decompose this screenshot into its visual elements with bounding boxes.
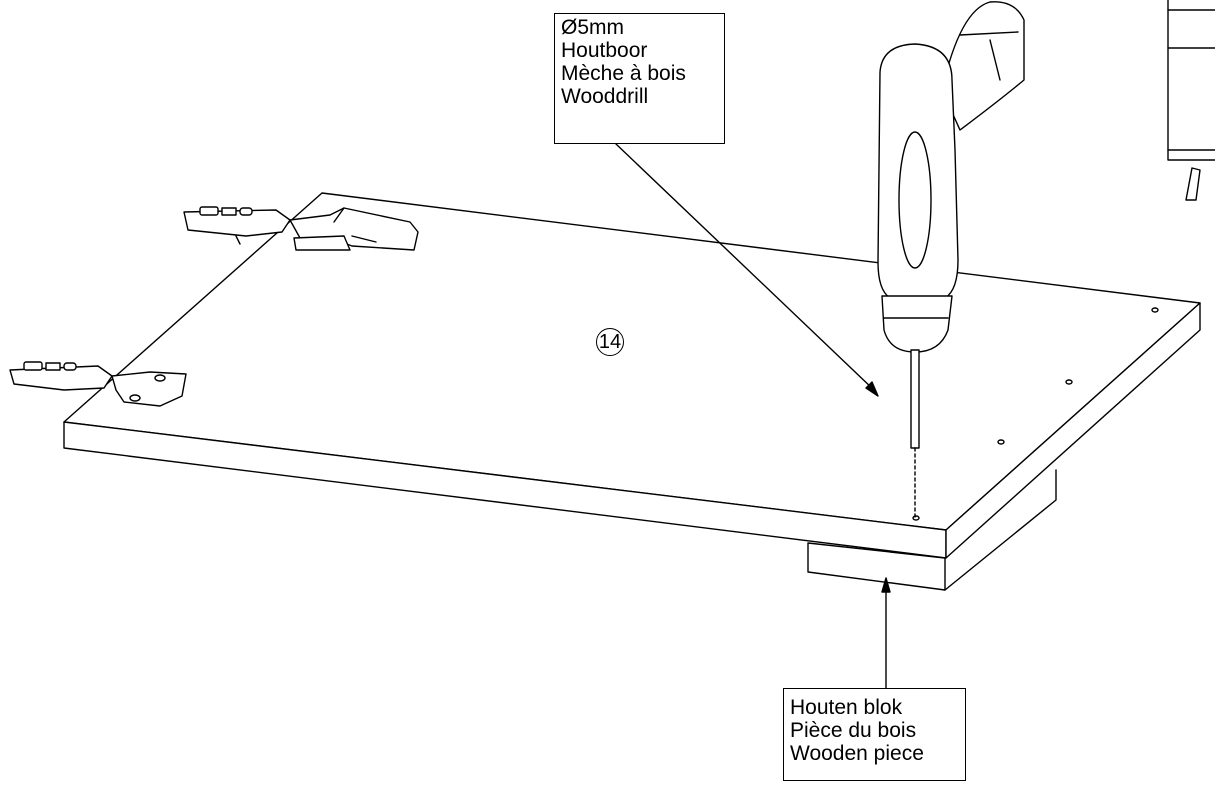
block-callout-line: Houten blok	[790, 696, 903, 719]
drill-leader-line	[615, 143, 875, 391]
drill-callout: Ø5mm Houtboor Mèche à bois Wooddrill	[554, 13, 725, 144]
leader-lines	[615, 143, 891, 689]
block-callout: Houten blok Pièce du bois Wooden piece	[783, 688, 966, 781]
door-panel	[63, 192, 1201, 559]
block-leader-arrowhead	[881, 577, 891, 593]
hole-mark	[997, 439, 1005, 445]
drill-callout-line: Mèche à bois	[561, 62, 686, 85]
drill-callout-line: Ø5mm	[561, 16, 624, 39]
drill	[877, 1, 1025, 519]
drill-callout-line: Houtboor	[561, 39, 648, 62]
drill-callout-line: Wooddrill	[561, 85, 649, 108]
hinge-bottom	[9, 361, 187, 407]
hinge-top	[183, 206, 419, 251]
hole-mark	[1151, 307, 1159, 313]
hole-mark	[912, 515, 920, 521]
hole-mark	[1065, 379, 1073, 385]
wooden-block	[807, 469, 1057, 591]
drill-leader-arrowhead	[865, 381, 879, 397]
block-callout-line: Wooden piece	[790, 742, 924, 765]
cabinet-partial	[1167, 0, 1215, 201]
part-number-label: 14	[596, 328, 624, 356]
block-callout-line: Pièce du bois	[790, 719, 917, 742]
